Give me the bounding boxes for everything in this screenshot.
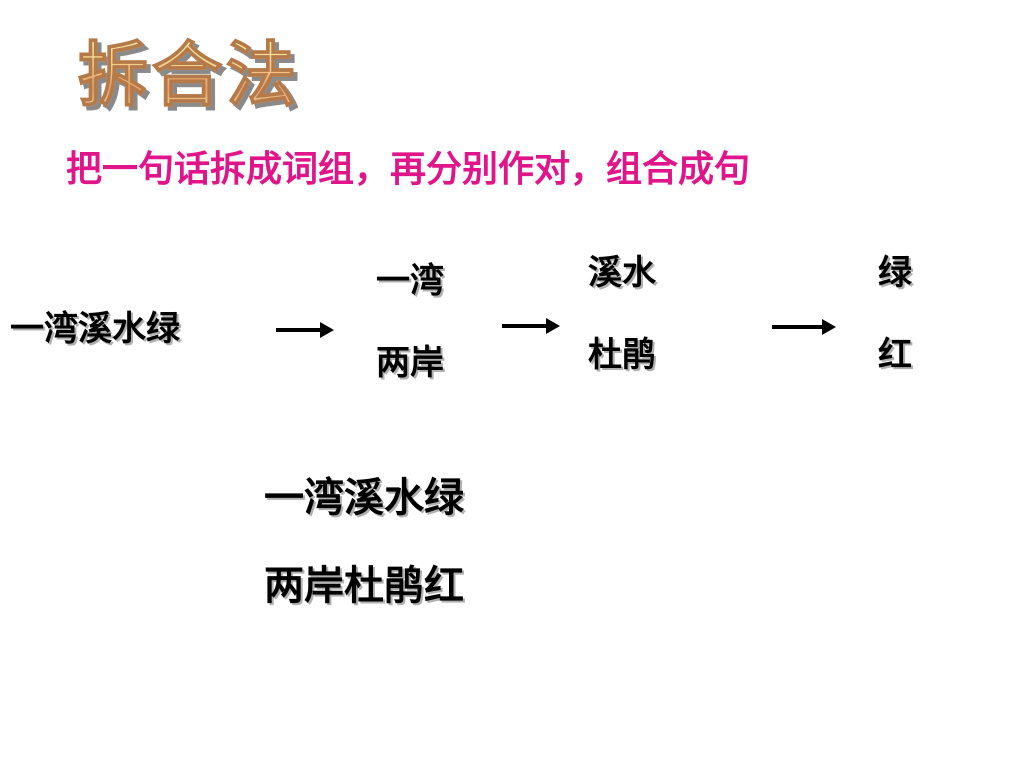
step2-top: 溪水 — [588, 253, 656, 293]
step3-top: 绿 — [878, 253, 912, 293]
slide-subtitle: 把一句话拆成词组，再分别作对，组合成句 — [66, 149, 751, 190]
step1-top: 一湾 — [376, 261, 444, 301]
step1-bottom: 两岸 — [376, 343, 444, 383]
result-line-1: 一湾溪水绿 — [264, 474, 464, 521]
source-line: 一湾溪水绿 — [10, 309, 180, 349]
step3-bottom: 红 — [878, 335, 912, 375]
slide-title: 拆合法 — [77, 34, 300, 116]
result-line-2: 两岸杜鹃红 — [264, 562, 464, 609]
step2-bottom: 杜鹃 — [588, 335, 656, 375]
